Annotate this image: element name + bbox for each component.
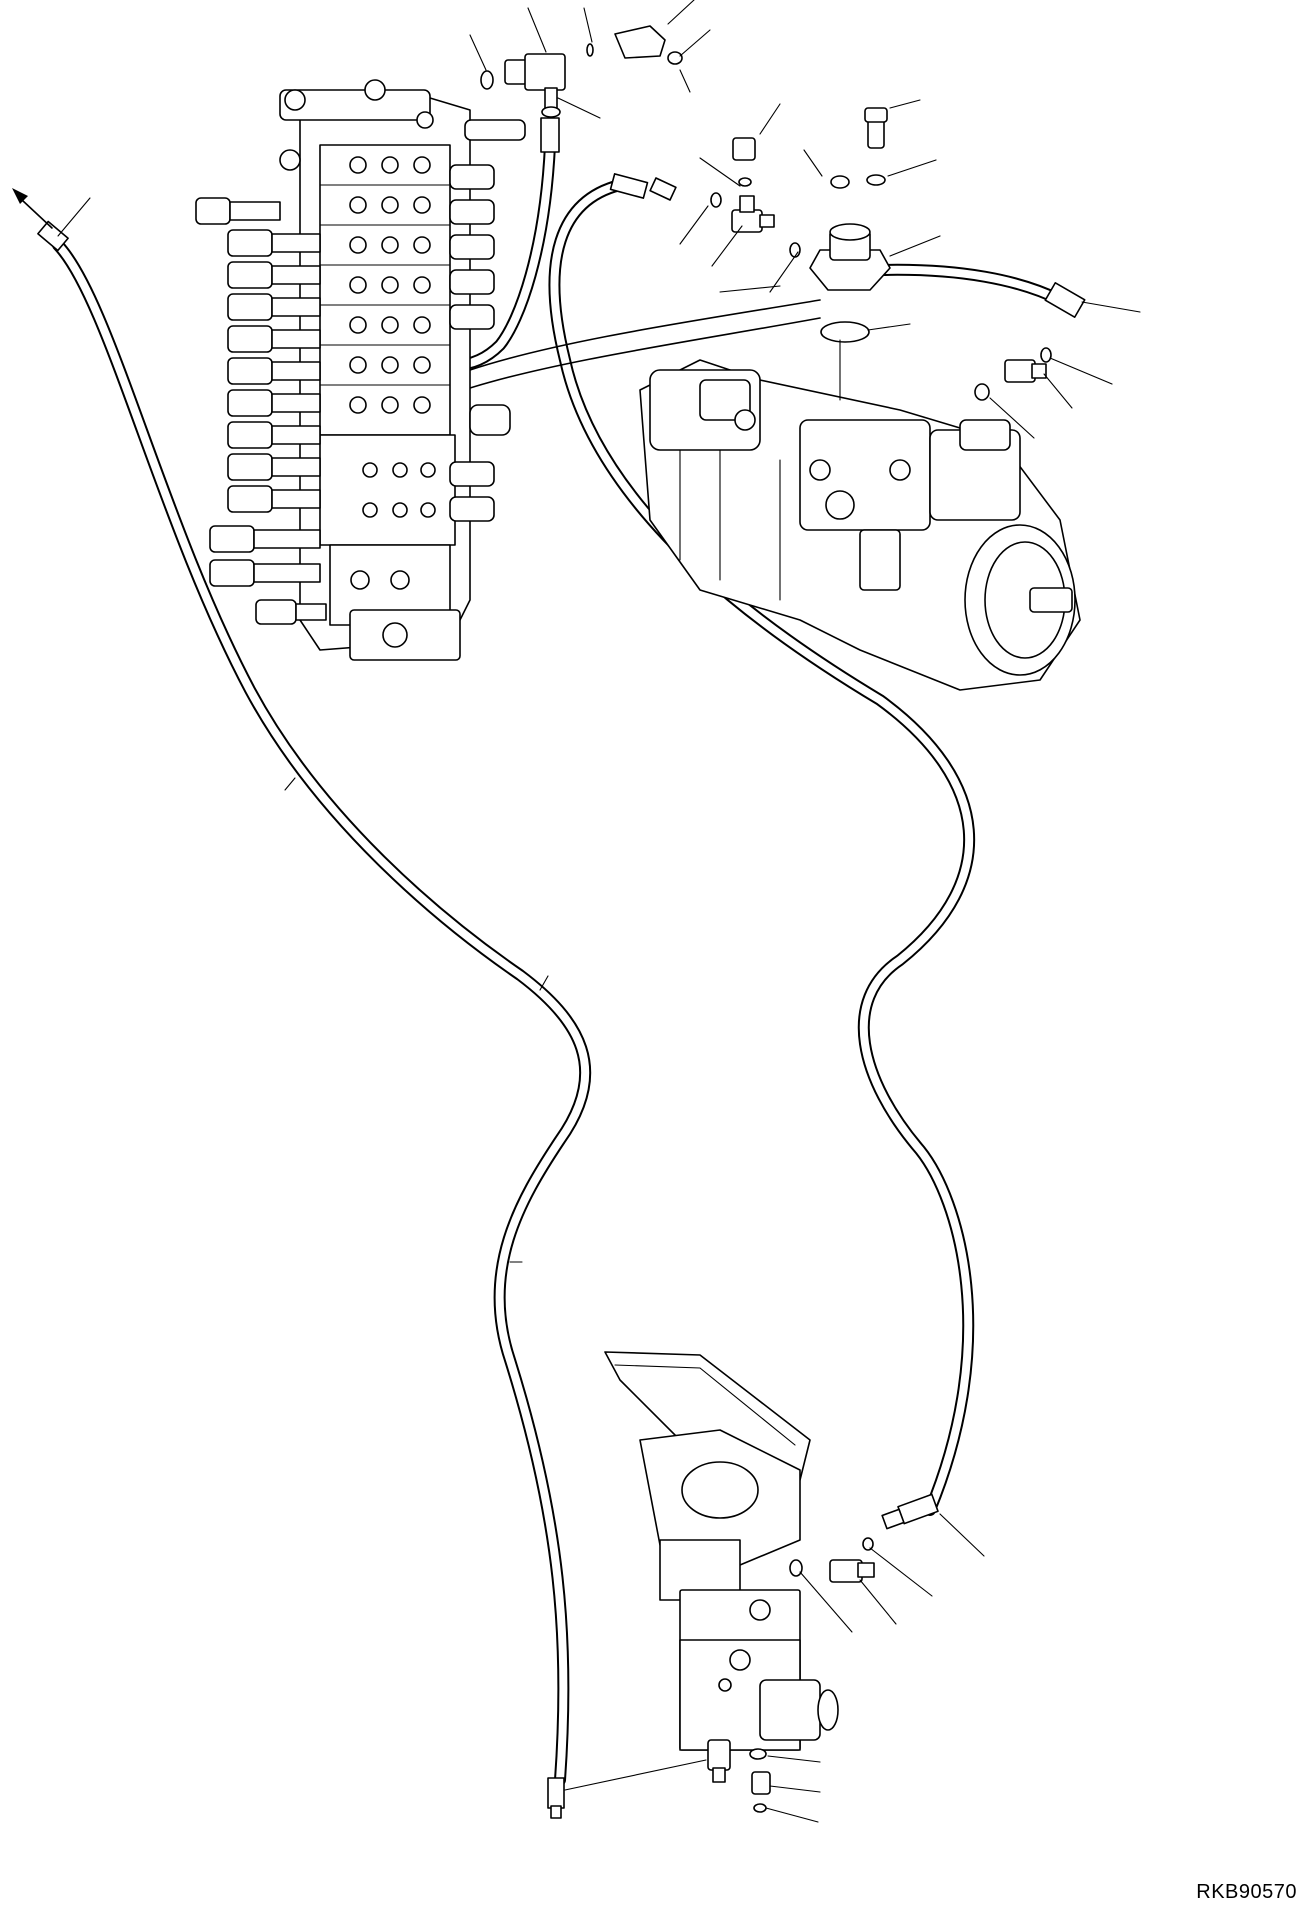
pump-side-fittings (974, 347, 1052, 401)
valve-port-grid (349, 156, 436, 648)
control-valve (195, 79, 526, 661)
hydraulic-pump (639, 359, 1081, 691)
tee-fitting (710, 137, 801, 258)
figure-reference-code: RKB90570 (1196, 1881, 1297, 1903)
hose-long-left-end-fitting (37, 220, 565, 1819)
hose-upper-valve (449, 117, 560, 371)
pedal-valve-fittings (707, 1537, 875, 1813)
valve-spool-caps-left (195, 197, 327, 625)
arrow-left (12, 188, 53, 229)
pedal-valve (604, 1351, 839, 1751)
top-fittings (480, 25, 683, 118)
hose-right-fittings (609, 173, 939, 1530)
pressure-lines (469, 285, 821, 389)
hose-right (548, 179, 976, 1516)
pump-flange-adapter (809, 107, 891, 401)
hose-long-left (52, 239, 592, 1786)
valve-spool-caps-right (449, 119, 526, 522)
pump-shaft (1029, 587, 1073, 613)
hose-pump-right (874, 263, 1086, 318)
o-ring (480, 70, 494, 90)
leader-lines (57, 0, 1141, 1823)
